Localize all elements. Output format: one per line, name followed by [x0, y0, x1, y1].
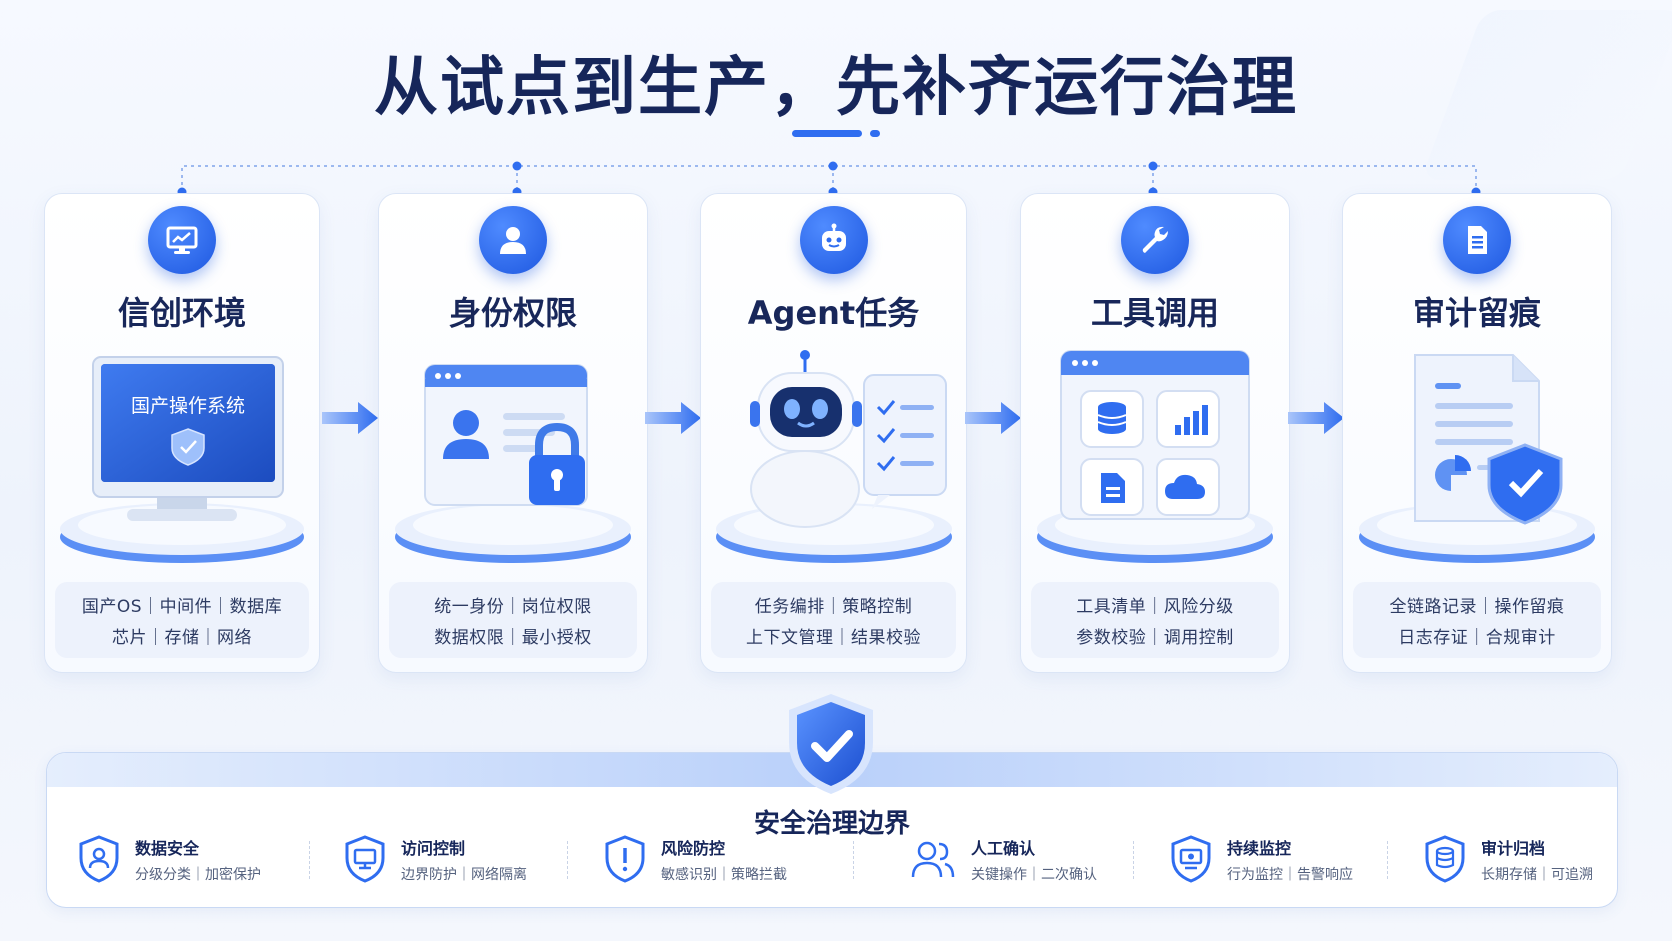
- page-title: 从试点到生产，先补齐运行治理: [374, 51, 1298, 125]
- divider: [853, 841, 854, 879]
- monitor-icon: [148, 206, 216, 274]
- alert-shield-icon: [605, 835, 645, 883]
- flow-arrow-icon: [965, 402, 1021, 434]
- flow-arrow-icon: [1288, 402, 1344, 434]
- step-title: 信创环境: [117, 294, 246, 332]
- security-item-title: 持续监控: [1227, 838, 1292, 858]
- step-description: 国产OS｜中间件｜数据库 芯片｜存储｜网络: [55, 582, 309, 658]
- step-card-agent: Agent任务 任务编排｜策略控制 上下文管理｜结果: [700, 193, 967, 673]
- description-line: 日志存证｜合规审计: [1398, 628, 1556, 648]
- step-title: 身份权限: [448, 294, 577, 332]
- robot-checklist-illustration: [714, 349, 954, 569]
- security-item-subtitle: 长期存储｜可追溯: [1481, 866, 1593, 883]
- security-shield-icon: [789, 694, 873, 794]
- monitor-shield-icon: [345, 835, 385, 883]
- security-item-subtitle: 分级分类｜加密保护: [135, 866, 261, 883]
- divider: [1133, 841, 1134, 879]
- security-item-archive: 审计归档 长期存储｜可追溯: [1423, 831, 1593, 887]
- security-item-risk: 风险防控 敏感识别｜策略拦截: [603, 831, 787, 887]
- flow-arrow-icon: [645, 402, 701, 434]
- description-line: 上下文管理｜结果校验: [746, 628, 921, 648]
- document-icon: [1443, 206, 1511, 274]
- security-item-subtitle: 行为监控｜告警响应: [1227, 866, 1353, 883]
- description-line: 统一身份｜岗位权限: [434, 597, 592, 617]
- description-line: 芯片｜存储｜网络: [112, 628, 252, 648]
- security-item-monitor: 持续监控 行为监控｜告警响应: [1169, 831, 1353, 887]
- step-card-tools: 工具调用 工具清单: [1020, 193, 1290, 673]
- user-shield-icon: [79, 835, 119, 883]
- step-description: 统一身份｜岗位权限 数据权限｜最小授权: [389, 582, 637, 658]
- screen-text: 国产操作系统: [131, 395, 245, 417]
- security-item-subtitle: 敏感识别｜策略拦截: [661, 866, 787, 883]
- divider: [567, 841, 568, 879]
- user-icon: [479, 206, 547, 274]
- divider: [309, 841, 310, 879]
- description-line: 参数校验｜调用控制: [1076, 628, 1234, 648]
- title-underline: [792, 130, 862, 137]
- users-icon: [911, 841, 955, 878]
- security-item-subtitle: 边界防护｜网络隔离: [401, 866, 527, 883]
- step-title: Agent任务: [747, 294, 920, 332]
- database-shield-icon: [1425, 835, 1465, 883]
- security-item-access: 访问控制 边界防护｜网络隔离: [343, 831, 527, 887]
- document-shield-illustration: [1355, 349, 1599, 569]
- flow-arrow-icon: [322, 402, 378, 434]
- description-line: 任务编排｜策略控制: [754, 597, 913, 617]
- step-description: 任务编排｜策略控制 上下文管理｜结果校验: [711, 582, 956, 658]
- security-boundary-panel: 安全治理边界 数据安全 分级分类｜加密保护 访问控制 边界防护｜网络隔离 风险防…: [46, 752, 1618, 908]
- security-item-data: 数据安全 分级分类｜加密保护: [77, 831, 261, 887]
- step-title: 工具调用: [1090, 294, 1219, 332]
- step-card-xinchuang: 信创环境 国产操作系统 国产OS｜中间件｜数据库 芯片｜存储｜网络: [44, 193, 320, 673]
- step-description: 全链路记录｜操作留痕 日志存证｜合规审计: [1353, 582, 1601, 658]
- security-title: 安全治理边界: [753, 809, 910, 839]
- description-line: 数据权限｜最小授权: [434, 628, 592, 648]
- security-item-subtitle: 关键操作｜二次确认: [971, 866, 1097, 883]
- description-line: 全链路记录｜操作留痕: [1389, 597, 1565, 617]
- computer-illustration: 国产操作系统: [57, 349, 307, 569]
- security-item-title: 风险防控: [661, 838, 726, 858]
- step-card-identity: 身份权限 统一身份｜岗位权限 数据权限｜最小授权: [378, 193, 648, 673]
- robot-icon: [799, 206, 868, 274]
- divider: [1387, 841, 1388, 879]
- id-card-lock-illustration: [393, 349, 633, 569]
- security-item-title: 审计归档: [1481, 838, 1546, 858]
- description-line: 国产OS｜中间件｜数据库: [81, 597, 283, 617]
- security-item-title: 人工确认: [971, 838, 1036, 858]
- security-item-title: 数据安全: [135, 838, 200, 858]
- wrench-icon: [1121, 206, 1189, 274]
- eye-shield-icon: [1171, 835, 1211, 883]
- description-line: 工具清单｜风险分级: [1076, 597, 1234, 617]
- step-description: 工具清单｜风险分级 参数校验｜调用控制: [1031, 582, 1279, 658]
- title-underline-dot: [870, 130, 880, 137]
- step-title: 审计留痕: [1412, 294, 1541, 332]
- security-item-manual: 人工确认 关键操作｜二次确认: [909, 831, 1097, 887]
- security-item-title: 访问控制: [401, 838, 466, 858]
- step-card-audit: 审计留痕 全链路记录｜操作留痕 日志存证｜合规审计: [1342, 193, 1612, 673]
- tools-window-illustration: [1033, 349, 1277, 569]
